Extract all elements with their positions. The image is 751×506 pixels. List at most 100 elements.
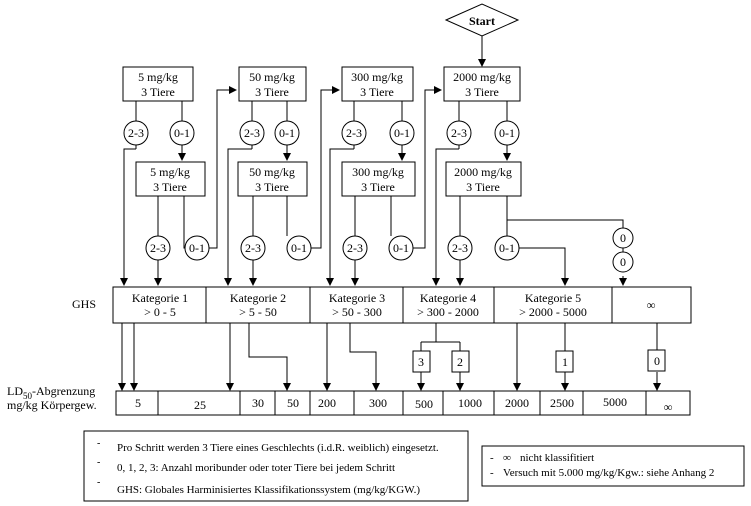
svg-text:2-3: 2-3 bbox=[452, 241, 468, 255]
cutoff-value: 50 bbox=[287, 396, 299, 410]
outcome-circle: 0 bbox=[612, 251, 634, 273]
svg-text:-: - bbox=[490, 467, 494, 479]
outcome-circles: 2-3 0-1 2-3 0-1 2-3 0-1 2-3 0-1 2-3 0-1 … bbox=[123, 120, 634, 273]
svg-text:0: 0 bbox=[620, 231, 626, 245]
dose-box-animals: 3 Tiere bbox=[255, 180, 289, 194]
dose-box-label: 50 mg/kg bbox=[249, 165, 295, 179]
outcome-circle: 2-3 bbox=[447, 235, 473, 261]
dose-box-label: 2000 mg/kg bbox=[454, 165, 512, 179]
cutoff-value: 2500 bbox=[550, 396, 574, 410]
category-range: > 2000 - 5000 bbox=[519, 305, 587, 319]
cutoff-value: 300 bbox=[369, 396, 387, 410]
outcome-circle: 0-1 bbox=[274, 120, 300, 146]
legend-item: Versuch mit 5.000 mg/kg/Kgw.: siehe Anha… bbox=[503, 467, 714, 479]
outcome-circle: 0-1 bbox=[494, 235, 520, 261]
cutoff-value: 30 bbox=[252, 396, 264, 410]
category-range: > 5 - 50 bbox=[239, 305, 277, 319]
dose-box-animals: 3 Tiere bbox=[255, 85, 289, 99]
outcome-circle: 2-3 bbox=[123, 120, 149, 146]
outcome-circle: 2-3 bbox=[145, 235, 171, 261]
dose-box-animals: 3 Tiere bbox=[361, 180, 395, 194]
outcome-circle: 2-3 bbox=[341, 120, 367, 146]
outcome-count-box: 2 bbox=[451, 350, 470, 373]
cutoff-value: 200 bbox=[318, 396, 336, 410]
svg-text:-: - bbox=[97, 457, 100, 468]
cutoff-value: 500 bbox=[415, 397, 433, 411]
svg-text:3: 3 bbox=[418, 355, 424, 369]
ld50-values-row: 5 25 30 50 200 300 500 1000 2000 2500 50… bbox=[115, 390, 691, 416]
ghs-label: GHS bbox=[72, 297, 96, 311]
cutoff-value: 5000 bbox=[603, 395, 627, 409]
svg-text:2-3: 2-3 bbox=[451, 126, 467, 140]
ld50-label: LD50-Abgrenzung mg/kg Körpergew. bbox=[7, 384, 97, 412]
outcome-circle: 0-1 bbox=[494, 120, 520, 146]
dose-box-2000: 2000 mg/kg 3 Tiere bbox=[443, 66, 521, 102]
second-dose-box-50: 50 mg/kg 3 Tiere bbox=[237, 161, 308, 197]
outcome-circle: 2-3 bbox=[342, 235, 368, 261]
legend-item: GHS: Globales Harminisiertes Klassifikat… bbox=[117, 484, 420, 496]
svg-text:2-3: 2-3 bbox=[128, 126, 144, 140]
svg-text:2-3: 2-3 bbox=[244, 126, 260, 140]
svg-text:0-1: 0-1 bbox=[279, 126, 295, 140]
cutoff-value: 5 bbox=[135, 396, 141, 410]
outcome-count-box: 1 bbox=[555, 350, 574, 373]
outcome-circle: 2-3 bbox=[240, 235, 266, 261]
dose-box-animals: 3 Tiere bbox=[465, 85, 499, 99]
outcome-count-box: 3 bbox=[412, 350, 431, 373]
dose-box-animals: 3 Tiere bbox=[153, 180, 187, 194]
svg-text:mg/kg Körpergew.: mg/kg Körpergew. bbox=[7, 398, 97, 412]
svg-text:LD50-Abgrenzung: LD50-Abgrenzung bbox=[7, 384, 95, 401]
svg-text:2-3: 2-3 bbox=[150, 241, 166, 255]
dose-box-label: 5 mg/kg bbox=[150, 165, 190, 179]
svg-text:-: - bbox=[97, 477, 100, 488]
svg-text:0-1: 0-1 bbox=[189, 241, 205, 255]
legend-item: nicht klassifitiert bbox=[520, 452, 594, 464]
category-name: Kategorie 2 bbox=[230, 291, 286, 305]
dose-box-label: 300 mg/kg bbox=[351, 70, 403, 84]
cutoff-value: ∞ bbox=[664, 400, 673, 414]
svg-text:2: 2 bbox=[457, 355, 463, 369]
dose-box-label: 2000 mg/kg bbox=[453, 70, 511, 84]
svg-text:0-1: 0-1 bbox=[499, 126, 515, 140]
category-name: Kategorie 3 bbox=[329, 291, 385, 305]
category-range: > 50 - 300 bbox=[332, 305, 382, 319]
cutoff-value: 25 bbox=[194, 398, 206, 412]
svg-text:2-3: 2-3 bbox=[346, 126, 362, 140]
svg-text:2-3: 2-3 bbox=[245, 241, 261, 255]
svg-text:-: - bbox=[97, 438, 100, 449]
category-range: > 300 - 2000 bbox=[417, 305, 479, 319]
dose-box-label: 50 mg/kg bbox=[249, 70, 295, 84]
dose-box-5: 5 mg/kg 3 Tiere bbox=[122, 66, 194, 102]
outcome-circle: 0-1 bbox=[184, 235, 210, 261]
second-dose-box-5: 5 mg/kg 3 Tiere bbox=[135, 161, 206, 197]
dose-box-300: 300 mg/kg 3 Tiere bbox=[341, 66, 414, 102]
dose-box-label: 300 mg/kg bbox=[352, 165, 404, 179]
second-dose-box-300: 300 mg/kg 3 Tiere bbox=[341, 161, 416, 197]
svg-text:-: - bbox=[490, 452, 494, 464]
legend-right: - ∞ nicht klassifitiert - Versuch mit 5.… bbox=[481, 445, 745, 487]
legend-left: - Pro Schritt werden 3 Tiere eines Gesch… bbox=[83, 430, 469, 502]
infinity-symbol: ∞ bbox=[503, 452, 511, 464]
outcome-circle: 2-3 bbox=[239, 120, 265, 146]
outcome-circle: 0 bbox=[612, 227, 634, 249]
dose-box-animals: 3 Tiere bbox=[466, 180, 500, 194]
svg-text:0: 0 bbox=[654, 354, 660, 368]
ghs-category-row: Kategorie 1 > 0 - 5 Kategorie 2 > 5 - 50… bbox=[112, 286, 692, 324]
svg-text:2-3: 2-3 bbox=[347, 241, 363, 255]
category-name: Kategorie 4 bbox=[420, 291, 476, 305]
cutoff-value: 1000 bbox=[458, 396, 482, 410]
legend-item: Pro Schritt werden 3 Tiere eines Geschle… bbox=[117, 442, 439, 454]
outcome-circle: 0-1 bbox=[169, 120, 195, 146]
svg-text:1: 1 bbox=[562, 355, 568, 369]
category-range: > 0 - 5 bbox=[144, 305, 176, 319]
svg-text:0-1: 0-1 bbox=[174, 126, 190, 140]
connector-lines bbox=[118, 86, 661, 391]
outcome-circle: 0-1 bbox=[388, 235, 414, 261]
dose-box-50: 50 mg/kg 3 Tiere bbox=[238, 66, 307, 102]
second-dose-box-2000: 2000 mg/kg 3 Tiere bbox=[445, 161, 522, 197]
category-name: ∞ bbox=[647, 298, 656, 312]
outcome-circle: 2-3 bbox=[446, 120, 472, 146]
start-node: Start bbox=[444, 3, 520, 37]
svg-text:0: 0 bbox=[620, 255, 626, 269]
